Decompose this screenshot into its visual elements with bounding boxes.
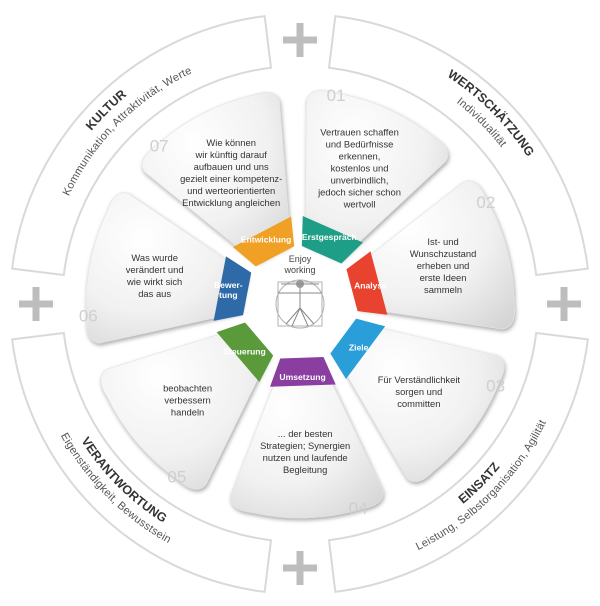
plus-icon — [19, 287, 53, 321]
petal-text-05: verbessern — [164, 394, 210, 405]
step-number-05: 05 — [167, 468, 186, 487]
vitruvian-figure-icon — [275, 279, 325, 329]
petal-text-01: wertvoll — [343, 198, 376, 209]
step-tab-label-07: Entwicklung — [241, 234, 292, 244]
step-tab-label-02: Analyse — [354, 280, 387, 290]
petal-text-06: wie wirkt sich — [126, 276, 182, 287]
petal-text-04: nutzen und laufende — [263, 452, 348, 463]
petal-text-02: Ist- und — [427, 236, 458, 247]
petal-text-03: sorgen und — [395, 386, 442, 397]
petal-text-04: Strategien; Synergien — [260, 440, 350, 451]
center-label-line-1: Enjoy — [289, 254, 312, 264]
petal-text-04: ... der besten — [278, 428, 333, 439]
ring-segment-verantwortung — [11, 331, 273, 593]
ring-segment-einsatz — [327, 331, 589, 593]
step-tab-label-05: Steuerung — [223, 346, 266, 356]
petal-text-02: erste Ideen — [420, 272, 467, 283]
petal-text-02: Wunschzustand — [410, 248, 477, 259]
petal-text-01: kostenlos und — [331, 162, 389, 173]
step-tab-05 — [216, 322, 274, 383]
petal-text-02: sammeln — [424, 284, 462, 295]
step-number-07: 07 — [150, 137, 169, 156]
petal-text-06: verändert und — [126, 264, 184, 275]
step-number-02: 02 — [476, 193, 495, 212]
petal-text-03: committen — [397, 398, 440, 409]
petal-text-07: und werteorientierten — [187, 185, 275, 196]
petal-text-07: Wie können — [206, 137, 256, 148]
petal-text-01: und Bedürfnisse — [326, 138, 394, 149]
step-number-01: 01 — [327, 86, 346, 105]
ring-segment-wertschaetzung — [327, 15, 589, 277]
step-number-03: 03 — [486, 377, 505, 396]
petal-text-07: wir künftig darauf — [194, 149, 267, 160]
petal-text-06: das aus — [138, 288, 171, 299]
step-tab-label-06: Bewer- — [214, 280, 243, 290]
petal-text-02: erheben und — [417, 260, 470, 271]
step-number-04: 04 — [349, 499, 368, 518]
petal-text-01: unverbindlich, — [331, 174, 389, 185]
petal-text-01: Vertrauen schaffen — [320, 126, 399, 137]
petal-text-06: Was wurde — [131, 252, 178, 263]
petal-text-03: Für Verständlichkeit — [378, 374, 461, 385]
petal-text-01: jedoch sicher schon — [317, 186, 401, 197]
petal-text-07: aufbauen und uns — [194, 161, 269, 172]
step-tab-01 — [301, 216, 363, 264]
step-tab-04 — [270, 357, 336, 387]
step-tab-07 — [232, 216, 295, 267]
petal-text-04: Begleitung — [283, 464, 327, 475]
center-label-line-2: working — [283, 265, 315, 275]
petal-text-01: erkennen, — [339, 150, 381, 161]
petal-text-05: handeln — [171, 406, 204, 417]
ring-segment-kultur — [11, 15, 273, 277]
step-tab-06 — [213, 256, 252, 321]
step-tab-03 — [330, 318, 386, 380]
plus-icon — [283, 23, 317, 57]
center-figure: Enjoy working — [275, 254, 325, 329]
plus-icon — [547, 287, 581, 321]
petal-text-07: Entwicklung angleichen — [182, 197, 280, 208]
petal-text-07: gezielt einer kompetenz- — [180, 173, 282, 184]
step-tab-label-01: Erstgespräch — [302, 232, 357, 242]
step-tab-label-03: Ziele — [349, 342, 369, 352]
step-tab-02 — [346, 251, 388, 315]
plus-icon — [283, 551, 317, 585]
petal-text-05: beobachten — [163, 382, 212, 393]
step-tab-label-04: Umsetzung — [279, 372, 325, 382]
step-tab-label-06: tung — [219, 290, 238, 300]
step-number-06: 06 — [79, 306, 98, 325]
